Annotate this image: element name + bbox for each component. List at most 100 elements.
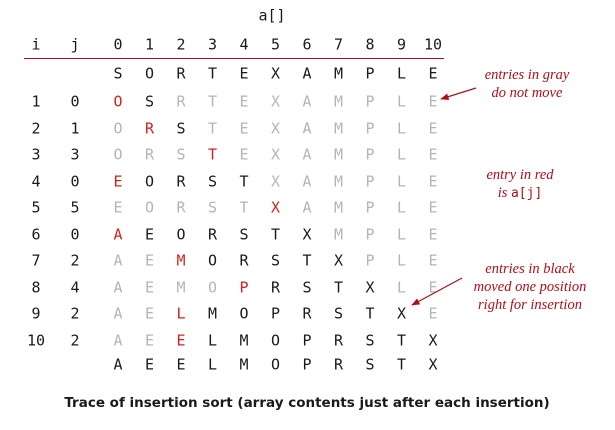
array-cell-black: R <box>207 225 218 243</box>
array-cell-gray: O <box>144 198 155 217</box>
array-cell-black: X <box>428 331 438 349</box>
array-cell-gray: X <box>270 172 281 190</box>
array-cell-black: T <box>365 304 375 323</box>
array-cell-gray: E <box>113 198 123 217</box>
array-cell-gray: T <box>207 92 218 111</box>
array-cell-gray: A <box>113 331 123 349</box>
array-cell-gray: E <box>428 119 438 137</box>
col-header-i: i <box>31 35 41 54</box>
array-cell-gray: T <box>207 119 218 137</box>
array-cell-black: M <box>207 304 218 323</box>
annotation-black-line3: right for insertion <box>478 297 582 313</box>
array-cell-gray: E <box>144 331 155 349</box>
col-header-index: 8 <box>365 35 375 54</box>
array-cell-gray: L <box>396 225 407 243</box>
array-cell-black: P <box>270 304 281 323</box>
array-cell-gray: R <box>176 198 186 217</box>
row-j-value: 2 <box>70 331 80 349</box>
array-cell-black: T <box>270 225 281 243</box>
col-header-index: 0 <box>113 35 123 54</box>
array-cell-red: E <box>113 172 123 190</box>
array-cell: L <box>207 355 218 374</box>
row-i-value: 8 <box>31 278 41 296</box>
annotation-red-code: a[j] <box>510 186 543 201</box>
array-cell-black: O <box>270 331 281 349</box>
array-cell-red: T <box>207 145 218 164</box>
array-cell-gray: E <box>428 278 438 296</box>
col-header-index: 6 <box>302 35 312 54</box>
array-cell: X <box>270 64 281 83</box>
annotation-gray-line2: do not move <box>491 85 563 101</box>
array-cell-gray: M <box>333 225 344 243</box>
array-cell-gray: A <box>302 119 312 137</box>
array-cell-black: S <box>144 92 155 111</box>
array-cell-black: E <box>144 225 155 243</box>
array-cell-gray: L <box>396 92 407 111</box>
array-cell-gray: A <box>302 198 312 217</box>
array-cell-gray: O <box>113 145 123 164</box>
array-cell-red: M <box>176 251 186 270</box>
array-cell-gray: P <box>365 198 375 217</box>
array-cell: M <box>333 64 344 83</box>
array-cell-gray: L <box>396 119 407 137</box>
array-cell: T <box>207 64 218 83</box>
array-cell-gray: P <box>365 119 375 137</box>
array-cell-gray: M <box>333 172 344 190</box>
array-cell-gray: R <box>144 145 155 164</box>
row-i-value: 5 <box>31 198 41 217</box>
row-i-value: 6 <box>31 225 41 243</box>
row-i-value: 7 <box>31 251 41 270</box>
array-cell: S <box>365 355 375 374</box>
array-cell-gray: E <box>239 92 249 111</box>
array-label: a[] <box>258 6 286 25</box>
annotation-gray-line1: entries in gray <box>484 67 570 83</box>
array-cell: A <box>302 64 312 83</box>
array-cell-gray: E <box>428 145 438 164</box>
array-cell-black: S <box>176 119 186 137</box>
row-j-value: 5 <box>70 198 80 217</box>
array-cell: A <box>113 355 123 374</box>
array-cell-black: R <box>333 331 344 349</box>
array-cell: O <box>144 64 155 83</box>
array-cell-gray: L <box>396 198 407 217</box>
annotation-red-line1: entry in red <box>486 167 554 183</box>
array-cell-black: T <box>239 172 249 190</box>
row-i-value: 10 <box>26 331 46 349</box>
array-cell: P <box>302 355 312 374</box>
array-cell-gray: E <box>239 145 249 164</box>
row-j-value: 0 <box>70 225 80 243</box>
arrow-gray <box>440 87 477 100</box>
array-cell-gray: P <box>365 172 375 190</box>
array-cell: M <box>239 355 249 374</box>
col-header-index: 3 <box>207 35 218 54</box>
row-i-value: 1 <box>31 92 41 111</box>
array-cell-black: X <box>302 225 312 243</box>
array-cell-gray: A <box>113 278 123 296</box>
row-j-value: 0 <box>70 92 80 111</box>
array-cell-gray: M <box>333 145 344 164</box>
col-header-index: 1 <box>144 35 155 54</box>
array-cell: X <box>428 355 438 374</box>
array-cell-black: M <box>239 331 249 349</box>
array-cell-black: R <box>176 172 186 190</box>
array-cell-gray: E <box>144 278 155 296</box>
array-cell: R <box>176 64 186 83</box>
array-cell-gray: S <box>176 145 186 164</box>
array-cell-gray: E <box>144 304 155 323</box>
row-j-value: 3 <box>70 145 80 164</box>
array-cell-gray: E <box>428 251 438 270</box>
array-cell: L <box>396 64 407 83</box>
array-cell-gray: E <box>428 172 438 190</box>
array-cell-gray: X <box>270 145 281 164</box>
array-cell-gray: L <box>396 172 407 190</box>
array-cell: E <box>144 355 155 374</box>
array-cell-red: E <box>176 331 186 349</box>
array-cell-black: S <box>333 304 344 323</box>
annotation-red: entry in red is a[j] <box>486 166 553 203</box>
figure-caption: Trace of insertion sort (array contents … <box>64 395 550 411</box>
array-cell-black: T <box>302 251 312 270</box>
col-header-index: 9 <box>396 35 407 54</box>
array-cell: S <box>113 64 123 83</box>
row-i-value: 2 <box>31 119 41 137</box>
array-cell: E <box>239 64 249 83</box>
